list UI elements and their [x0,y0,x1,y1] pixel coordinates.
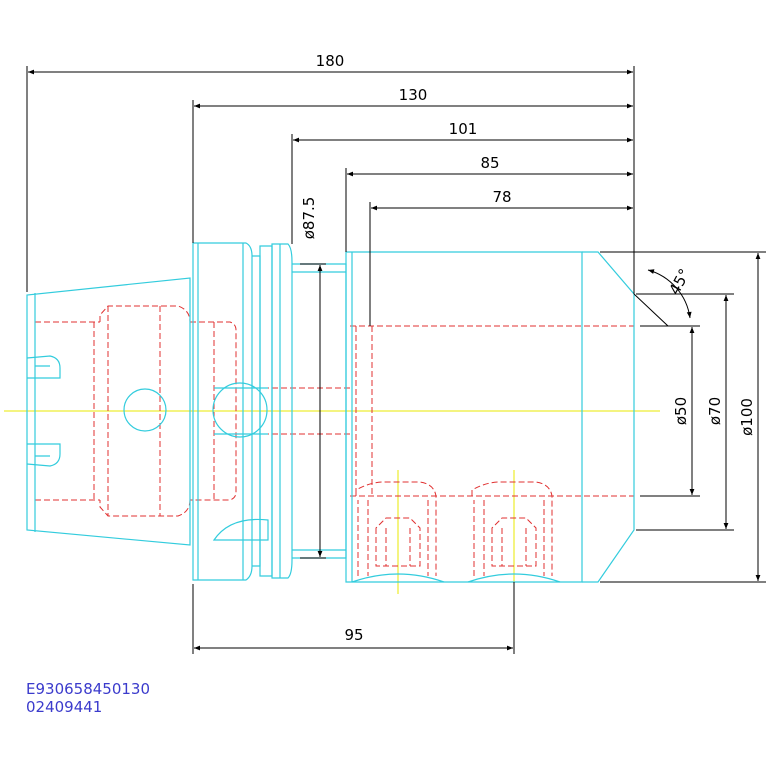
dim-95-label: 95 [344,626,363,644]
order-number: 02409441 [26,698,103,716]
centerlines [4,410,660,594]
main-body [345,251,583,583]
dim-180-label: 180 [316,52,345,70]
dimensions [26,66,766,654]
front-chamfer [582,251,635,583]
dim-101-label: 101 [449,120,478,138]
dim-angle-45-label: 45° [665,266,693,298]
dim-phi87-5-label: ø87.5 [300,197,318,240]
drive-slot-bottom [26,443,61,467]
dim-phi70-label: ø70 [706,397,724,425]
lower-cut [212,518,269,541]
dim-78-label: 78 [492,188,511,206]
dim-arc-45 [647,269,692,319]
drive-slot-top [26,355,61,379]
part-number: E930658450130 [26,680,150,698]
dim-85-label: 85 [480,154,499,172]
part-outline [26,242,635,583]
dim-130-label: 130 [399,86,428,104]
dim-phi100-label: ø100 [738,398,756,436]
orientation-hole [212,382,268,438]
access-hole [123,388,167,432]
dim-phi50-label: ø50 [672,397,690,425]
hidden-lines [35,305,634,576]
hsk-taper [26,277,191,546]
